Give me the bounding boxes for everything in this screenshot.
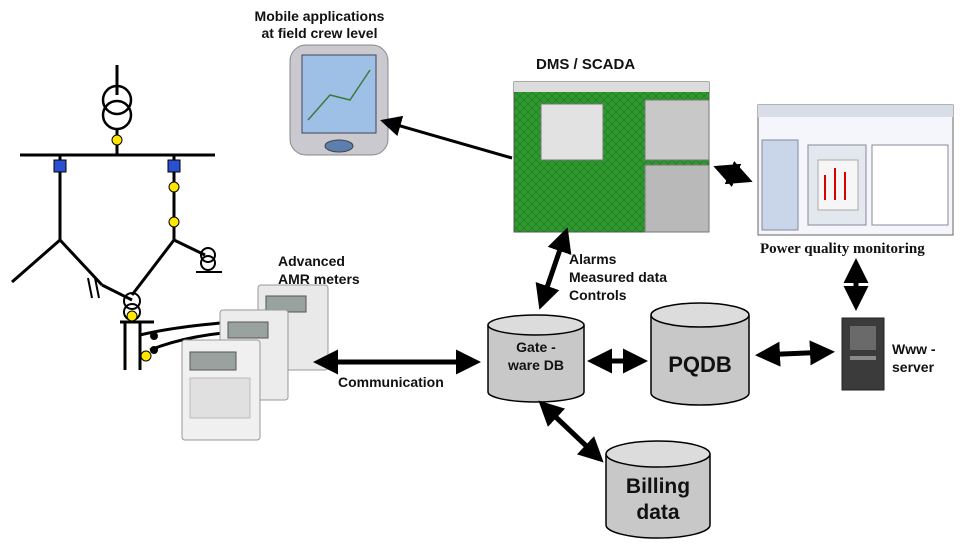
arrow-scada-pq [713, 160, 753, 188]
mobile-device-illustration [289, 44, 389, 156]
dms-scada-title: DMS / SCADA [536, 56, 636, 73]
pqdb-cylinder [650, 302, 750, 406]
www-server-label: Www - server [892, 340, 936, 376]
controls-label: Controls [569, 287, 627, 303]
amr-meters-illustration [181, 284, 329, 441]
power-quality-screen [757, 104, 954, 236]
gateware-db-label-line2: ware DB [507, 357, 565, 373]
power-quality-label: Power quality monitoring [760, 241, 925, 257]
amr-meters-label: Advanced AMR meters [278, 252, 360, 288]
amr-meter-1 [181, 339, 261, 441]
gateware-db-label: Gate - ware DB [488, 338, 584, 374]
www-server-label-line2: server [892, 359, 935, 375]
single-line-schematic [11, 65, 281, 370]
www-server-illustration [841, 317, 885, 391]
gateware-db-cylinder [487, 314, 585, 403]
mobile-app-label-line1: Mobile applications [254, 8, 385, 24]
arrow-gateware-billing [538, 400, 604, 463]
arrow-scada-to-mobile [380, 115, 513, 160]
billing-data-cylinder [605, 440, 711, 539]
schematic-nodes [53, 134, 181, 362]
amr-meters-label-line1: Advanced [278, 253, 345, 269]
www-server-label-line1: Www - [892, 341, 936, 357]
scada-link-label: Alarms Measured data Controls [569, 250, 667, 304]
billing-data-label-line2: data [636, 501, 680, 524]
billing-data-label-line1: Billing [625, 475, 691, 498]
gateware-db-label-line1: Gate - [516, 339, 556, 355]
amr-meters-label-line2: AMR meters [278, 271, 360, 287]
measured-data-label: Measured data [569, 269, 668, 285]
dms-scada-screen [513, 81, 710, 233]
alarms-label: Alarms [569, 251, 617, 267]
arrow-gateware-scada [535, 227, 572, 310]
billing-data-label: Billing data [606, 474, 710, 526]
mobile-app-label: Mobile applications at field crew level [232, 8, 407, 42]
communication-label: Communication [338, 374, 444, 390]
arrow-pqdb-server [755, 340, 835, 367]
pqdb-label: PQDB [668, 352, 732, 377]
connection-arrows [313, 115, 869, 463]
mobile-app-label-line2: at field crew level [261, 25, 378, 41]
